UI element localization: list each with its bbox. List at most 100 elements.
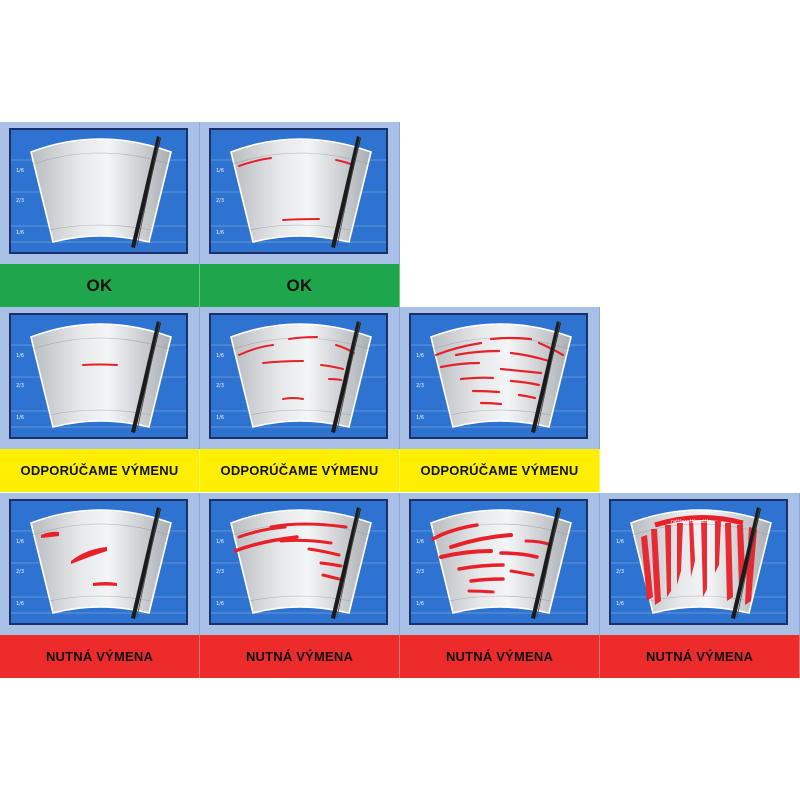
windshield-glass <box>230 509 372 614</box>
windshield-panel: 1/6 2/3 1/6 <box>0 493 200 635</box>
wiper-blade <box>531 321 561 433</box>
damage-streak <box>41 531 59 538</box>
status-band-ok: OK <box>200 264 400 307</box>
windshield-illustration: 1/6 2/3 1/6 <box>9 313 188 439</box>
scale-label: 1/6 <box>216 230 224 236</box>
wiper-blade <box>731 507 761 619</box>
damage-streak <box>238 344 274 356</box>
glass-arc <box>248 409 352 416</box>
windshield-glass <box>30 509 172 614</box>
scale-label: 2/3 <box>416 383 424 389</box>
damage-streak <box>489 336 533 341</box>
damage-streak <box>439 361 481 369</box>
windshield-glass <box>430 323 572 428</box>
damage-streak <box>288 336 318 340</box>
glass-arc <box>48 224 152 231</box>
damage-streak <box>282 218 320 221</box>
damage-streak <box>262 360 304 364</box>
damage-streak <box>467 589 495 594</box>
damage-band <box>654 515 744 528</box>
wiper-arm <box>536 506 561 618</box>
scale-label: 1/6 <box>216 168 224 174</box>
windshield-glass <box>430 509 572 614</box>
wiper-arm <box>336 320 361 432</box>
damage-tear <box>641 535 653 601</box>
damage-tear <box>677 523 683 585</box>
windshield-drawing: 1/62/31/6 <box>211 506 386 619</box>
scale-label: 2/3 <box>16 383 24 389</box>
wiper-blade <box>331 136 361 248</box>
scale-label: 1/6 <box>16 168 24 174</box>
windshield-glass <box>230 323 372 428</box>
damage-streak <box>499 551 539 559</box>
damage-streak <box>237 525 287 539</box>
status-band-recommend: ODPORÚČAME VÝMENU <box>400 449 600 492</box>
wiper-condition-tile: 1/6 2/3 1/6 NUTNÁ VÝMENA <box>0 493 200 678</box>
scale-label: 1/6 <box>416 601 424 607</box>
damage-streak <box>320 364 344 370</box>
scale-label: 1/6 <box>16 230 24 236</box>
wiper-arm <box>536 320 561 432</box>
damage-tear <box>689 521 695 577</box>
glass-arc <box>248 595 352 602</box>
damage-streak <box>321 573 341 581</box>
damage-streak <box>479 401 503 406</box>
damage-streak <box>282 397 304 400</box>
damage-streak <box>93 582 117 586</box>
windshield-drawing: 1/6 2/3 1/6 <box>11 320 186 433</box>
damage-streak <box>469 577 505 583</box>
wiper-blade <box>131 136 161 248</box>
scale-label: 1/6 <box>16 353 24 359</box>
damage-streak <box>509 379 541 387</box>
status-band-recommend: ODPORÚČAME VÝMENU <box>200 449 400 492</box>
wiper-blade <box>331 507 361 619</box>
glass-arc <box>48 409 152 416</box>
scale-label: 1/6 <box>416 539 424 545</box>
windshield-glass <box>230 138 372 243</box>
damage-streak <box>431 523 479 541</box>
scale-label: 2/3 <box>216 569 224 575</box>
windshield-glass <box>30 323 172 428</box>
status-label: NUTNÁ VÝMENA <box>445 649 554 664</box>
scale-label: 1/6 <box>16 415 24 421</box>
status-label: NUTNÁ VÝMENA <box>245 649 354 664</box>
wiper-blade <box>331 321 361 433</box>
damage-tear <box>651 529 661 605</box>
windshield-drawing: 1/62/31/6 <box>11 135 186 248</box>
damage-tear <box>715 521 721 573</box>
wiper-arm <box>336 506 361 618</box>
damage-streak <box>459 376 495 381</box>
scale-label: 1/6 <box>216 601 224 607</box>
status-band-ok: OK <box>0 264 200 307</box>
damage-tear <box>665 525 671 597</box>
windshield-panel: 1/6 2/3 1/6 <box>0 307 200 449</box>
wiper-arm <box>336 135 361 247</box>
scale-label: 2/3 <box>16 569 24 575</box>
damage-streak <box>279 538 333 545</box>
damage-streak <box>319 561 343 568</box>
scale-label: 1/6 <box>16 601 24 607</box>
scale-label: 1/6 <box>16 539 24 545</box>
status-label: OK <box>86 275 113 295</box>
wiper-arm <box>136 320 161 432</box>
status-band-necessary: NUTNÁ VÝMENA <box>0 635 200 678</box>
status-band-necessary: NUTNÁ VÝMENA <box>200 635 400 678</box>
status-label: NUTNÁ VÝMENA <box>45 649 154 664</box>
status-band-necessary: NUTNÁ VÝMENA <box>600 635 800 678</box>
wiper-arm <box>736 506 761 618</box>
windshield-drawing: 1/62/31/6 <box>411 320 586 433</box>
windshield-drawing: 1/6 2/3 1/6 <box>11 506 186 619</box>
damage-streak <box>328 378 342 381</box>
damage-tear <box>725 523 733 601</box>
